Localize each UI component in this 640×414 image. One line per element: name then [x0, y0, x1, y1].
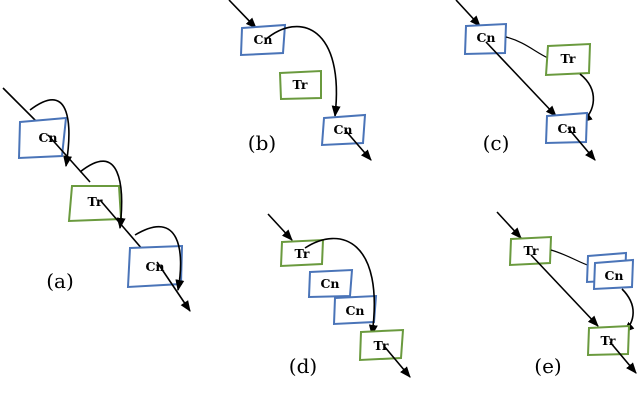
- panel-e-output-arrow: [609, 341, 637, 374]
- panel-e-cn-label: Cn: [604, 268, 623, 283]
- panel-c-tr-box: [544, 42, 592, 77]
- panel-e: Tr Cn Tr (e): [496, 211, 637, 378]
- panel-a-tr-label: Tr: [88, 194, 103, 209]
- panel-b-tr-label: Tr: [293, 77, 308, 92]
- panel-a-skip-arrow-3: [134, 226, 185, 292]
- panel-b-tr-box: [278, 69, 322, 101]
- panel-d-tr-label-2: Tr: [374, 338, 389, 353]
- panel-d-caption: (d): [289, 354, 317, 378]
- panel-e-tr-box-2: [586, 324, 631, 357]
- panel-c-branch-line: [505, 36, 549, 59]
- panel-e-tr-box-1: [508, 235, 553, 267]
- panel-a-output-arrow: [156, 261, 191, 312]
- panel-d-cn-box-1: [307, 268, 354, 299]
- panel-c-cn-label-1: Cn: [476, 30, 495, 45]
- panel-d-skip-arrow: [304, 237, 378, 337]
- panel-b-output-arrow: [344, 129, 372, 161]
- panel-b-cn-label-1: Cn: [253, 32, 272, 47]
- panel-c-tr-label: Tr: [561, 51, 576, 66]
- panel-e-main-arrow: [530, 254, 599, 327]
- panel-a-main-line-1: [47, 134, 91, 183]
- panel-d-tr-box-2: [358, 328, 405, 362]
- panel-c-cn-box-2: [544, 111, 589, 145]
- panel-b: Cn Tr Cn (b): [228, 0, 372, 161]
- panel-a-caption: (a): [46, 269, 74, 293]
- panel-b-input-arrow: [228, 0, 257, 29]
- panel-c-cn-box-1: [463, 22, 508, 56]
- panel-e-cn-box-front: [592, 258, 635, 291]
- panel-b-skip-arrow: [264, 25, 341, 118]
- panel-d-output-arrow: [383, 345, 411, 378]
- panel-c-input-arrow: [455, 0, 481, 27]
- panel-d-input-arrow: [267, 213, 293, 241]
- panel-d-cn-label-2: Cn: [345, 303, 364, 318]
- panel-c-output-arrow: [567, 127, 596, 161]
- panel-d-cn-label-1: Cn: [320, 276, 339, 291]
- panel-b-cn-box-2: [320, 113, 367, 147]
- panel-d: Tr Cn Cn Tr (d): [267, 213, 411, 378]
- panel-b-caption: (b): [248, 131, 276, 155]
- panel-e-input-arrow: [496, 211, 522, 239]
- panel-c-caption: (c): [483, 131, 510, 155]
- panel-a-cn-box-1: [17, 116, 68, 160]
- panel-d-tr-label-1: Tr: [295, 246, 310, 261]
- panel-a-main-line-2: [99, 199, 144, 251]
- panel-a-skip-arrow-1: [29, 99, 72, 168]
- panel-c: Cn Tr Cn (c): [455, 0, 596, 161]
- panel-a-cn-label-2: Cn: [145, 259, 164, 274]
- panel-e-branch-line: [550, 249, 591, 267]
- panel-e-caption: (e): [534, 354, 561, 378]
- panel-a: Cn Tr Cn (a): [2, 87, 191, 312]
- panel-d-tr-box-1: [279, 238, 325, 268]
- panel-a-skip-arrow-2: [79, 160, 126, 230]
- panel-c-main-arrow: [485, 41, 557, 117]
- panel-e-tr-label-1: Tr: [524, 243, 539, 258]
